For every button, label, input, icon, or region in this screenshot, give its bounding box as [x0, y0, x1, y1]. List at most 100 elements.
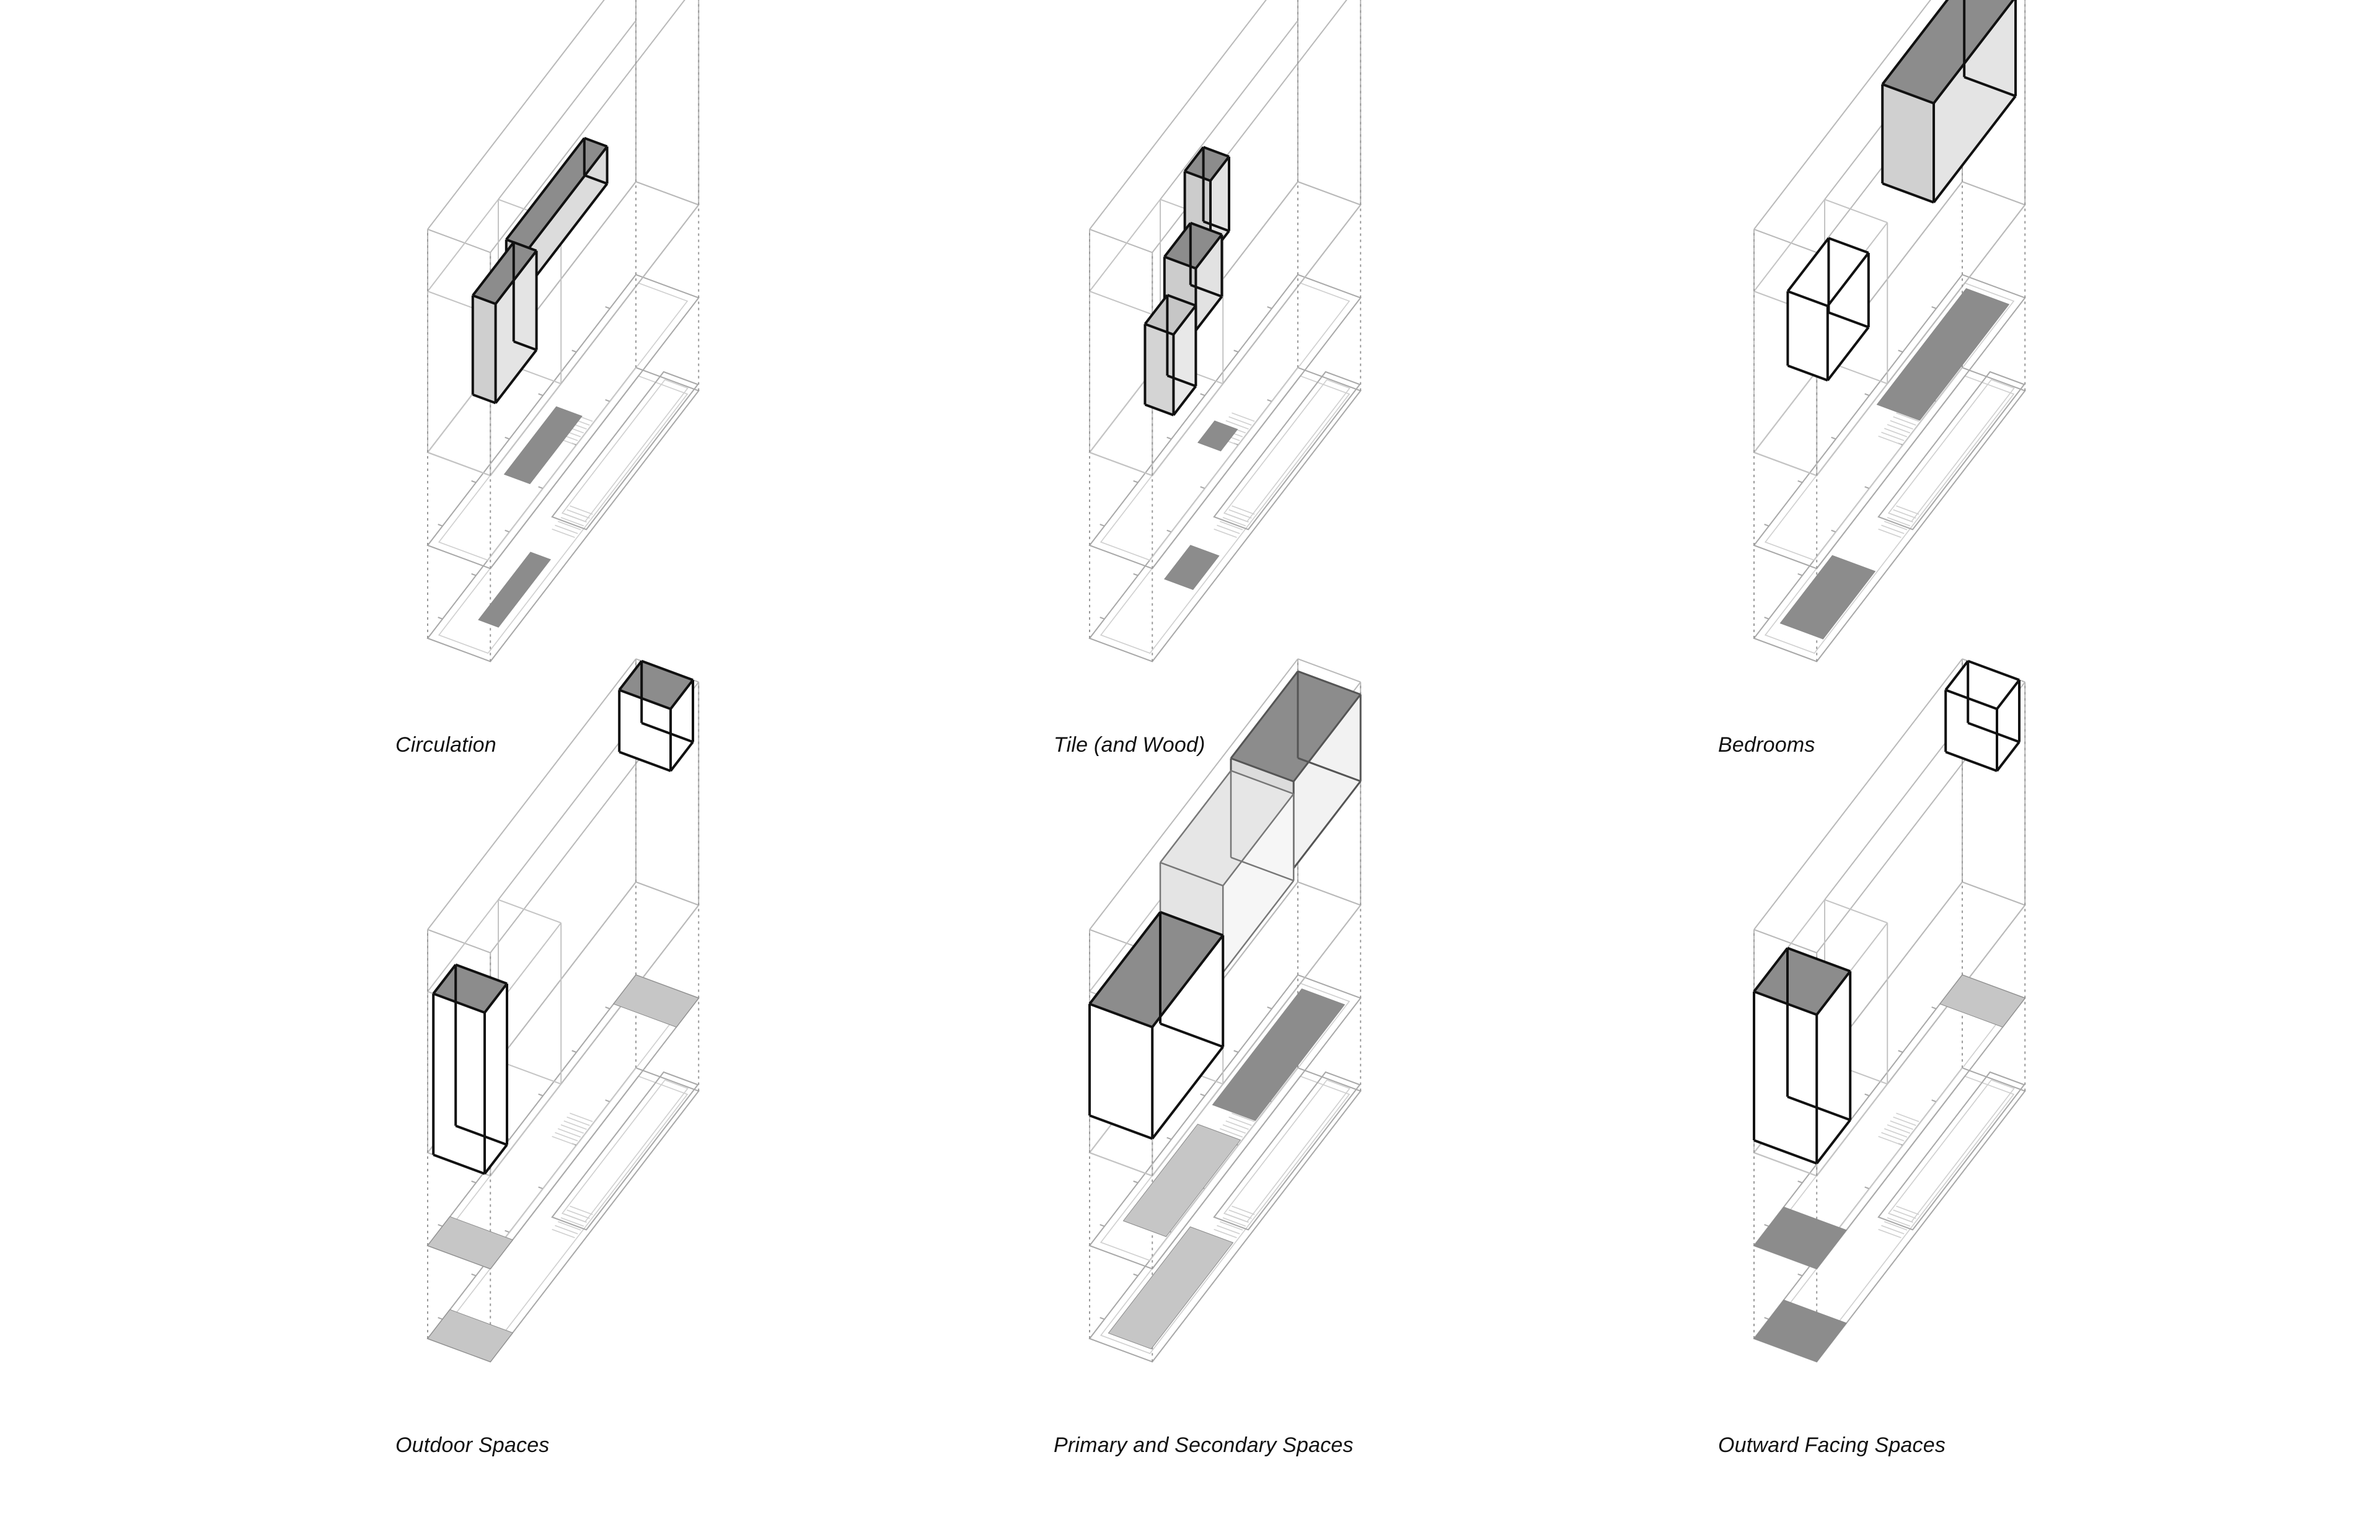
wall-tick — [438, 1317, 443, 1320]
wall-tick — [538, 486, 544, 490]
floor-plan-outline — [1088, 974, 1362, 1270]
wall-tick — [438, 617, 443, 620]
circulation-volume-face — [472, 295, 496, 403]
wall-tick — [505, 529, 510, 533]
side-plan-outline — [1877, 371, 2025, 530]
tile-volume-face — [1145, 323, 1174, 415]
stair-tread — [566, 1116, 590, 1126]
wall-tick — [1764, 1317, 1770, 1320]
wall-tick — [538, 393, 544, 397]
stair-tread — [557, 1128, 581, 1138]
stair-tread — [552, 1228, 575, 1239]
primary-volume-front-face — [1152, 935, 1223, 1139]
stair-tread — [1884, 428, 1908, 438]
outward-plan-fill — [1753, 1300, 1848, 1362]
stair-tread — [1881, 1225, 1905, 1234]
stair-tread — [552, 1135, 575, 1146]
wall-tick — [1797, 573, 1803, 576]
stair-tread — [1232, 1112, 1255, 1122]
panel-caption: Bedrooms — [1718, 733, 1815, 757]
outdoor-volume-face — [485, 983, 507, 1174]
outward-plan-fill — [1753, 1207, 1848, 1269]
side-plan-inner — [561, 379, 689, 522]
wall-tick — [1864, 393, 1870, 397]
primary-volume-front-face — [1090, 1004, 1153, 1139]
stair-tread — [1878, 1135, 1902, 1146]
stair-tread — [1232, 505, 1255, 515]
wall-tick — [605, 399, 610, 402]
wall-tick — [1133, 480, 1139, 483]
stair-tread — [1222, 1217, 1246, 1227]
axon-drawing — [1088, 0, 1362, 662]
panel-caption: Outward Facing Spaces — [1718, 1433, 1946, 1457]
bedroom-volume — [1881, 0, 2017, 204]
bedroom-volume-face — [1827, 253, 1869, 381]
wall-tick — [471, 1273, 477, 1277]
axon-drawing — [1088, 658, 1362, 1363]
outdoor-plan-fill — [427, 1216, 514, 1269]
stair-tread — [560, 1217, 584, 1227]
secondary-volume-face — [1223, 794, 1294, 973]
axon-drawing — [1753, 0, 2026, 662]
stair-tread — [1881, 431, 1905, 441]
panel-caption: Outdoor Spaces — [395, 1433, 550, 1457]
wall-tick — [1797, 480, 1803, 483]
stair-tread — [563, 1120, 587, 1130]
side-plan-outline — [1213, 1071, 1361, 1231]
stair-tread — [1214, 1228, 1237, 1239]
stair-tread — [1884, 1128, 1908, 1138]
wall-tick — [1831, 529, 1836, 533]
bedroom-volume — [1786, 237, 1870, 382]
stair-tread — [1881, 1132, 1905, 1142]
stair-tread — [570, 1112, 593, 1122]
stair-tread — [557, 1221, 581, 1231]
wall-tick — [1267, 306, 1272, 309]
massing-line — [498, 20, 637, 200]
side-plan-inner — [1887, 379, 2015, 522]
stair-tread — [1217, 524, 1240, 534]
outward-volume-face — [1946, 690, 1997, 771]
stair-tread — [560, 1124, 584, 1134]
stair-tread — [1214, 528, 1237, 539]
stair-tread — [555, 524, 578, 534]
wall-tick — [1797, 1273, 1803, 1277]
stair-tread — [1890, 420, 1913, 430]
bedroom-volume-face — [1882, 0, 2014, 103]
wall-tick — [605, 1099, 610, 1102]
wall-tick — [1764, 1224, 1770, 1227]
stair-tread — [1228, 416, 1252, 426]
wall-tick — [471, 480, 477, 483]
stair-tread — [1878, 528, 1902, 539]
wall-tick — [1233, 1050, 1239, 1053]
outward-volume — [1753, 946, 1852, 1165]
secondary-plan-fill — [1108, 1226, 1234, 1350]
stair-tread — [1890, 1120, 1913, 1130]
secondary-volume — [1159, 770, 1295, 974]
wall-tick — [1100, 617, 1105, 620]
tile-volume — [1163, 221, 1223, 332]
wall-tick — [1864, 486, 1870, 490]
stair-tread — [1225, 1120, 1249, 1130]
wall-tick — [1166, 1137, 1172, 1140]
circulation-volume-face — [529, 146, 607, 286]
primary-volume-front-face — [1090, 912, 1223, 1027]
stair-tread — [1887, 517, 1911, 527]
wall-tick — [1100, 1317, 1105, 1320]
stair-tread — [1228, 1116, 1252, 1126]
wall-tick — [1100, 524, 1105, 527]
tile-volume-face — [1164, 222, 1222, 269]
stair-tread — [1232, 412, 1255, 422]
stair-tread — [1222, 517, 1246, 527]
tile-plan-fill — [1197, 420, 1238, 452]
stair-tread — [1896, 412, 1919, 422]
wall-tick — [1864, 1093, 1870, 1097]
panel-caption: Circulation — [395, 733, 496, 757]
outdoor-volume-face — [619, 690, 671, 771]
wall-tick — [1931, 1006, 1937, 1010]
stair-tread — [1887, 1124, 1911, 1134]
wall-tick — [1200, 486, 1205, 490]
circulation-volume-face — [495, 250, 537, 403]
outdoor-plan-fill — [613, 974, 700, 1027]
tile-volume-face — [1196, 234, 1222, 331]
wall-tick — [1898, 1050, 1903, 1053]
